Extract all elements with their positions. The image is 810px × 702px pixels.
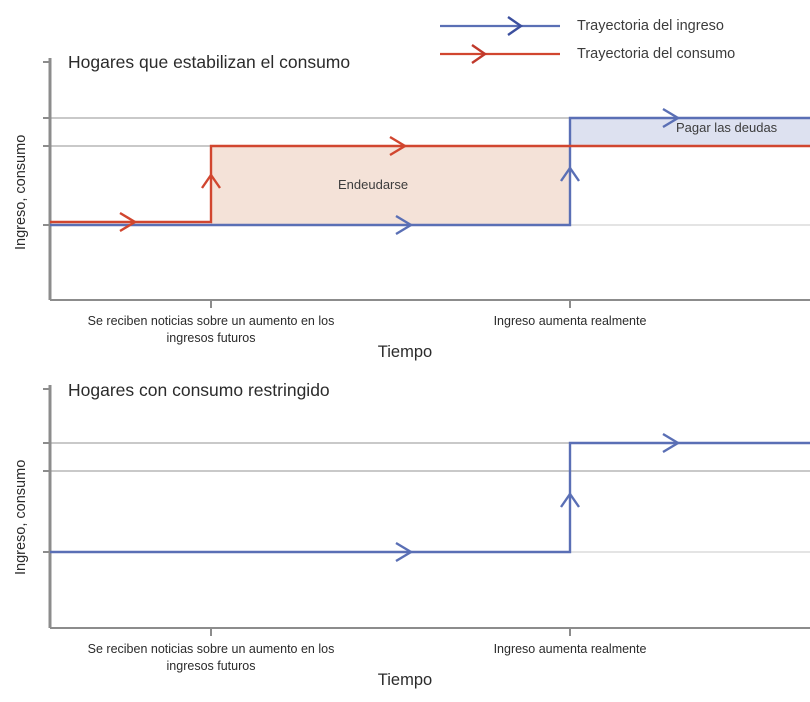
legend-item-income: Trayectoria del ingreso <box>440 14 810 38</box>
panel-2-income-line <box>50 432 810 563</box>
arrow-right-icon <box>662 432 681 454</box>
panel-2-tick-label-right: Ingreso aumenta realmente <box>493 642 647 656</box>
arrow-right-icon <box>395 214 414 236</box>
arrow-right-icon <box>389 135 408 157</box>
arrow-right-icon <box>119 211 138 233</box>
panel-1-shaded-region-debt <box>211 146 570 225</box>
panel-1-x-axis-label: Tiempo <box>377 343 433 361</box>
panel-1-shaded-region-repay <box>570 118 810 146</box>
panel-2-y-axis-label: Ingreso, consumo <box>13 459 29 575</box>
arrow-right-icon <box>471 44 488 64</box>
panel-1-tick-label-right: Ingreso aumenta realmente <box>493 314 647 328</box>
panel-2-title: Hogares con consumo restringido <box>68 380 330 400</box>
panel-1-tick-label-left: Se reciben noticias sobre un aumento en … <box>87 314 335 345</box>
panel-2-tick-label-left: Se reciben noticias sobre un aumento en … <box>87 642 335 673</box>
legend-swatch-consumption <box>440 43 560 65</box>
panel-1-income-line <box>50 107 810 236</box>
panel-1-annotation-debt: Endeudarse <box>338 177 409 192</box>
panel-2-grid <box>50 442 810 553</box>
arrow-right-icon <box>507 16 524 36</box>
arrow-up-icon <box>201 172 221 189</box>
panel-1-y-axis-label: Ingreso, consumo <box>13 134 29 250</box>
panel-1-consumption-line <box>50 135 810 233</box>
legend-swatch-income <box>440 15 560 37</box>
legend-item-consumption: Trayectoria del consumo <box>440 42 810 66</box>
panel-1-axes <box>43 58 810 308</box>
legend-label-consumption: Trayectoria del consumo <box>577 45 736 62</box>
chart-legend: Trayectoria del ingreso Trayectoria del … <box>440 14 810 70</box>
panel-1-title: Hogares que estabilizan el consumo <box>68 52 351 72</box>
arrow-right-icon <box>395 541 414 563</box>
panel-1-annotation-repay: Pagar las deudas <box>676 120 778 135</box>
arrow-up-icon <box>560 491 580 508</box>
arrow-right-icon <box>662 107 681 129</box>
legend-label-income: Trayectoria del ingreso <box>577 17 724 34</box>
panel-2-x-axis-label: Tiempo <box>377 671 433 689</box>
panel-2-axes <box>43 385 810 636</box>
arrow-up-icon <box>560 165 580 182</box>
